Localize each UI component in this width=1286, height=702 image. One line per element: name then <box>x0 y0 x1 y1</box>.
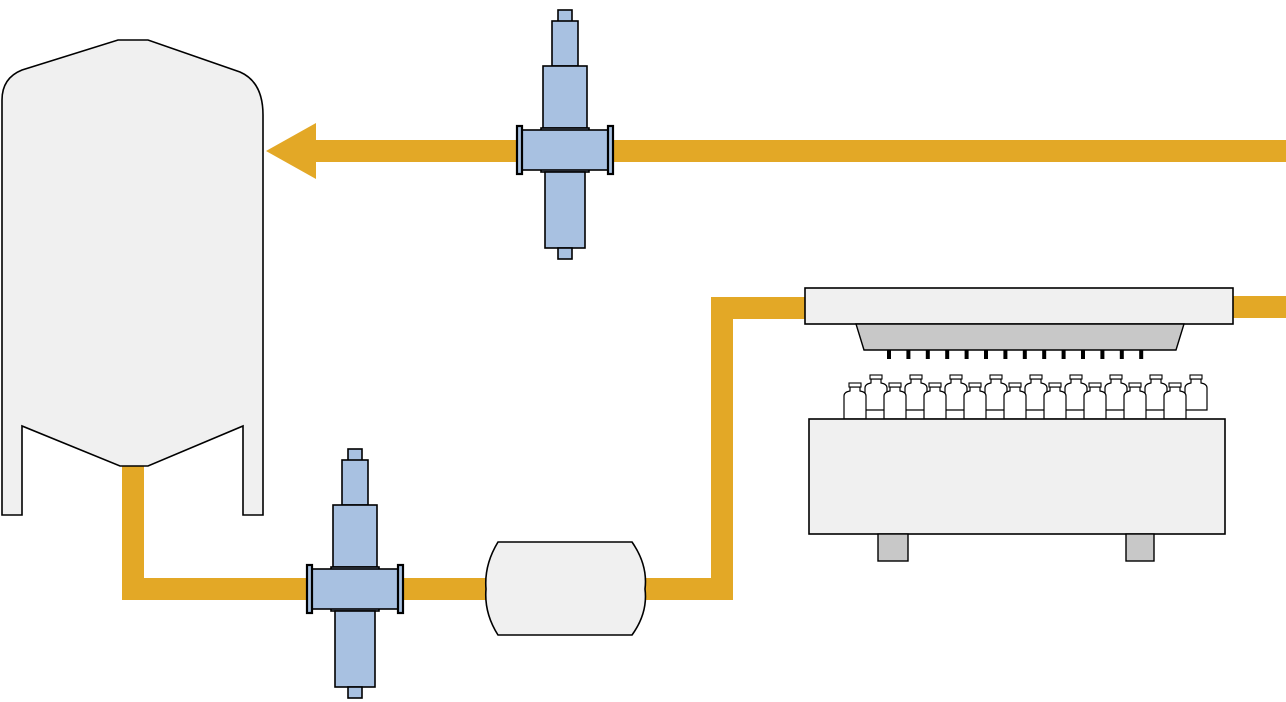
filling-machine <box>804 287 1234 562</box>
nozzle <box>964 350 969 359</box>
valve-body-upper <box>332 504 378 568</box>
vial-icon <box>1083 386 1107 420</box>
nozzle <box>984 350 988 359</box>
nozzle <box>1003 350 1008 359</box>
nozzle <box>1139 350 1144 359</box>
vial-cap <box>848 382 862 388</box>
vial-cap <box>968 382 982 388</box>
vial-cap <box>1069 374 1083 380</box>
storage-tank <box>1 39 264 516</box>
vial-cap <box>989 374 1003 380</box>
nozzle <box>1061 350 1066 359</box>
filler-base <box>808 418 1226 535</box>
tank-icon <box>1 39 264 516</box>
nozzle-row <box>887 350 1144 359</box>
vial-cap <box>1029 374 1043 380</box>
valve-flange-body <box>520 129 610 171</box>
valve-stem-upper <box>341 459 369 506</box>
valve-drain-cap <box>557 247 573 260</box>
vial-cap <box>928 382 942 388</box>
filter-icon <box>484 541 647 636</box>
nozzle <box>945 350 950 359</box>
nozzle <box>1100 350 1105 359</box>
filler-foot-left <box>877 533 909 562</box>
filler-icon <box>855 323 1185 351</box>
nozzle <box>1081 350 1085 359</box>
vial-cap <box>1048 382 1062 388</box>
valve-clamp-left <box>305 563 314 615</box>
pipe-filter-to-filler <box>645 297 806 600</box>
filler-foot-right <box>1125 533 1155 562</box>
valve-flange-body <box>310 568 400 610</box>
vial-icon <box>883 386 907 420</box>
vial-cap <box>1168 382 1182 388</box>
nozzle <box>1119 350 1124 359</box>
vial-icon <box>1003 386 1027 420</box>
valve-clamp-right <box>606 124 615 176</box>
vial-icon <box>963 386 987 420</box>
nozzle <box>906 350 911 359</box>
return-valve <box>515 9 615 260</box>
vial-cap <box>1109 374 1123 380</box>
nozzle <box>1022 350 1027 359</box>
pipe-network <box>122 123 1286 600</box>
vial-icon <box>1043 386 1067 420</box>
vial-cap <box>888 382 902 388</box>
inline-filter <box>484 541 647 636</box>
vial-cap <box>1128 382 1142 388</box>
nozzle <box>887 350 891 359</box>
vial-row <box>843 374 1208 420</box>
valve-clamp-left <box>515 124 524 176</box>
vial-cap <box>1149 374 1163 380</box>
filler-top-plate <box>804 287 1234 325</box>
vial-icon <box>1184 378 1208 411</box>
vial-cap <box>1008 382 1022 388</box>
vial-icon <box>923 386 947 420</box>
valve-clamp-right <box>396 563 405 615</box>
vial-icon <box>843 386 867 420</box>
valve-body-lower <box>334 610 376 688</box>
supply-valve <box>305 448 405 699</box>
valve-body-upper <box>542 65 588 129</box>
vial-cap <box>909 374 923 380</box>
valve-stem-upper <box>551 20 579 67</box>
flow-arrow-icon <box>266 123 316 179</box>
vial-cap <box>869 374 883 380</box>
valve-body-lower <box>544 171 586 249</box>
vial-cap <box>1189 374 1203 380</box>
nozzle <box>1042 350 1047 359</box>
pipe-tank-to-supply-valve <box>122 465 312 600</box>
vial-cap <box>1088 382 1102 388</box>
valve-drain-cap <box>347 686 363 699</box>
nozzle <box>925 350 930 359</box>
vial-icon <box>1123 386 1147 420</box>
vial-icon <box>1163 386 1187 420</box>
vial-cap <box>949 374 963 380</box>
pipe-filler-to-return-valve <box>610 140 1286 318</box>
